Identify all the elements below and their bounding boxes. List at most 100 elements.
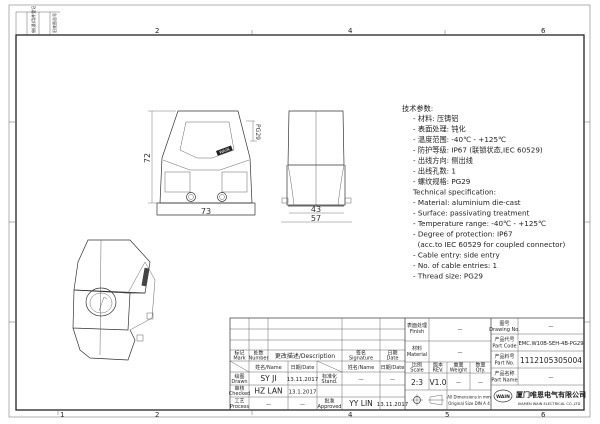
rev-cn: 版本 [433, 362, 443, 369]
number-en: Number [248, 356, 269, 362]
process-name: — [266, 402, 271, 408]
drawn-name: SY JI [260, 374, 276, 383]
finish-cn: 表面处理 [407, 322, 427, 329]
side-strip: 借(通)用件登记 旧底图总号 [15, 6, 60, 35]
number-cn: 处数 [253, 350, 263, 357]
scale-value: 2:3 [411, 378, 423, 387]
drawing-no-cn: 图号 [499, 321, 509, 327]
part-no-value: 1112105305004 [520, 356, 582, 365]
material-value: — [458, 350, 463, 356]
scale-cn: 比例 [412, 362, 422, 369]
part-no-cn: 产品料号 [494, 353, 514, 360]
stand-name: — [359, 377, 364, 383]
process-cn: 工艺 [234, 399, 244, 405]
zone-col-2: 2 [155, 27, 159, 35]
side-view: 43 57 [281, 110, 352, 223]
spec-cn-line: - 表面处理: 钝化 [413, 125, 466, 134]
drawn-en: Drawn [231, 379, 247, 385]
date-col-header-2: 日期/Date [381, 365, 405, 371]
zone-col-4: 4 [348, 27, 353, 35]
dim-width: 73 [201, 207, 211, 216]
dim-side-outer: 57 [311, 214, 321, 223]
drawn-date: 13.11.2017 [287, 377, 319, 383]
part-code-value: EMC.W10B-SEH-4B-PG29 [518, 341, 583, 347]
material-cn: 材料 [412, 345, 422, 352]
scale-en: Scale [410, 368, 423, 374]
signature-cn: 签名 [356, 350, 366, 357]
drawn-cn: 绘图 [234, 373, 244, 380]
isometric-view [72, 239, 156, 361]
mark-en: Mark [233, 356, 245, 362]
process-date: — [300, 402, 305, 408]
stand-en: Stand. [321, 379, 338, 385]
outer-border [8, 4, 591, 418]
spec-cn-line: - 防护等级: IP67 (联锁状态,IEC 60529) [413, 146, 543, 155]
company-name-en: XIAMEN WAIN ELECTRICAL CO.,LTD [518, 402, 581, 406]
checked-name: HZ LAN [254, 387, 282, 396]
process-en: Process [230, 404, 249, 410]
checked-cn: 审核 [234, 385, 244, 392]
name-col-header: 姓名/Name [255, 364, 281, 371]
weight-cn: 重量 [453, 362, 463, 369]
strip-label-1: 借(通)用件登记 [30, 6, 36, 33]
zone-col-4b: 4 [348, 411, 353, 419]
part-name-en: Part Name [491, 378, 517, 384]
weight-en: Weight [450, 368, 467, 374]
weight-value: — [456, 380, 461, 386]
part-no-en: Part No. [495, 361, 515, 367]
part-code-cn: 产品代号 [494, 336, 514, 343]
dim-side-inner: 43 [311, 205, 321, 214]
spec-cn-line: - 温度范围: -40℃ - +125℃ [413, 135, 506, 144]
part-name-value: — [549, 375, 554, 381]
finish-en: Finish [410, 329, 424, 335]
date-col-header: 日期/Date [291, 365, 315, 371]
strip-label-2: 旧底图总号 [51, 13, 57, 33]
dim-thread: PG29 [254, 124, 261, 140]
title-block: 标记 Mark 处数 Number 更改描述/Description 签名 Si… [229, 317, 586, 411]
rev-value: V1.0 [429, 378, 446, 387]
part-name-cn: 产品名称 [494, 370, 514, 377]
checked-date: 13.1.2017 [289, 390, 317, 396]
logo-text: WAIN [219, 146, 231, 154]
zone-col-1: 1 [60, 411, 64, 419]
checked-en: Checked [229, 391, 250, 397]
spec-cn-line: - 出线孔数: 1 [413, 167, 456, 176]
spec-cn-title: 技术参数: [402, 104, 433, 113]
date-cn: 日期 [387, 351, 397, 357]
zone-col-6b: 6 [541, 411, 546, 419]
zone-col-5: 5 [445, 411, 449, 419]
dim-height: 72 [143, 153, 152, 163]
approved-date: 13.11.2017 [377, 402, 409, 408]
approved-cn: 批准 [324, 398, 334, 405]
dims-note-2: Original Size DIN A 4 [448, 401, 490, 406]
dims-note-1: All Dimensions in mm [447, 395, 491, 400]
zone-col-2b: 2 [155, 411, 159, 419]
material-en: Material [407, 352, 427, 358]
technical-specification: 技术参数: - 材料: 压铸铝 - 表面处理: 钝化 - 温度范围: -40℃ … [402, 104, 565, 281]
drawing-no-value: — [549, 324, 554, 330]
spec-en-line: - Degree of protection: IP67 [413, 230, 513, 239]
name-col-header-2: 姓名/Name [348, 364, 374, 371]
part-code-en: Part Code [492, 344, 516, 350]
stand-date: — [390, 377, 395, 383]
spec-cn-line: - 螺纹规格: PG29 [413, 177, 471, 186]
drawing-no-en: Drawing No. [489, 327, 520, 333]
qty-cn: 数量 [475, 362, 485, 369]
spec-en-line: - No. of cable entries: 1 [413, 261, 497, 270]
spec-cn-line: - 材料: 压铸铝 [413, 114, 459, 123]
qty-value: — [478, 380, 483, 386]
spec-en-line: - Thread size: PG29 [413, 272, 483, 281]
mark-cn: 标记 [234, 350, 244, 357]
company-logo-text: WAIN [496, 394, 510, 400]
spec-en-line: - Cable entry: side entry [413, 251, 501, 260]
rev-en: REV. [433, 368, 444, 374]
zone-markers: 2 4 6 1 2 4 5 6 [9, 27, 590, 419]
company-logo: WAIN [493, 389, 513, 403]
spec-en-title: Technical specification: [412, 188, 496, 197]
spec-en-line: (acc.to IEC 60529 for coupled connector) [413, 240, 565, 249]
company-name-cn: 厦门唯恩电气有限公司 [515, 390, 586, 399]
qty-en: Qty. [476, 368, 486, 374]
first-angle-projection-icon [411, 394, 444, 406]
